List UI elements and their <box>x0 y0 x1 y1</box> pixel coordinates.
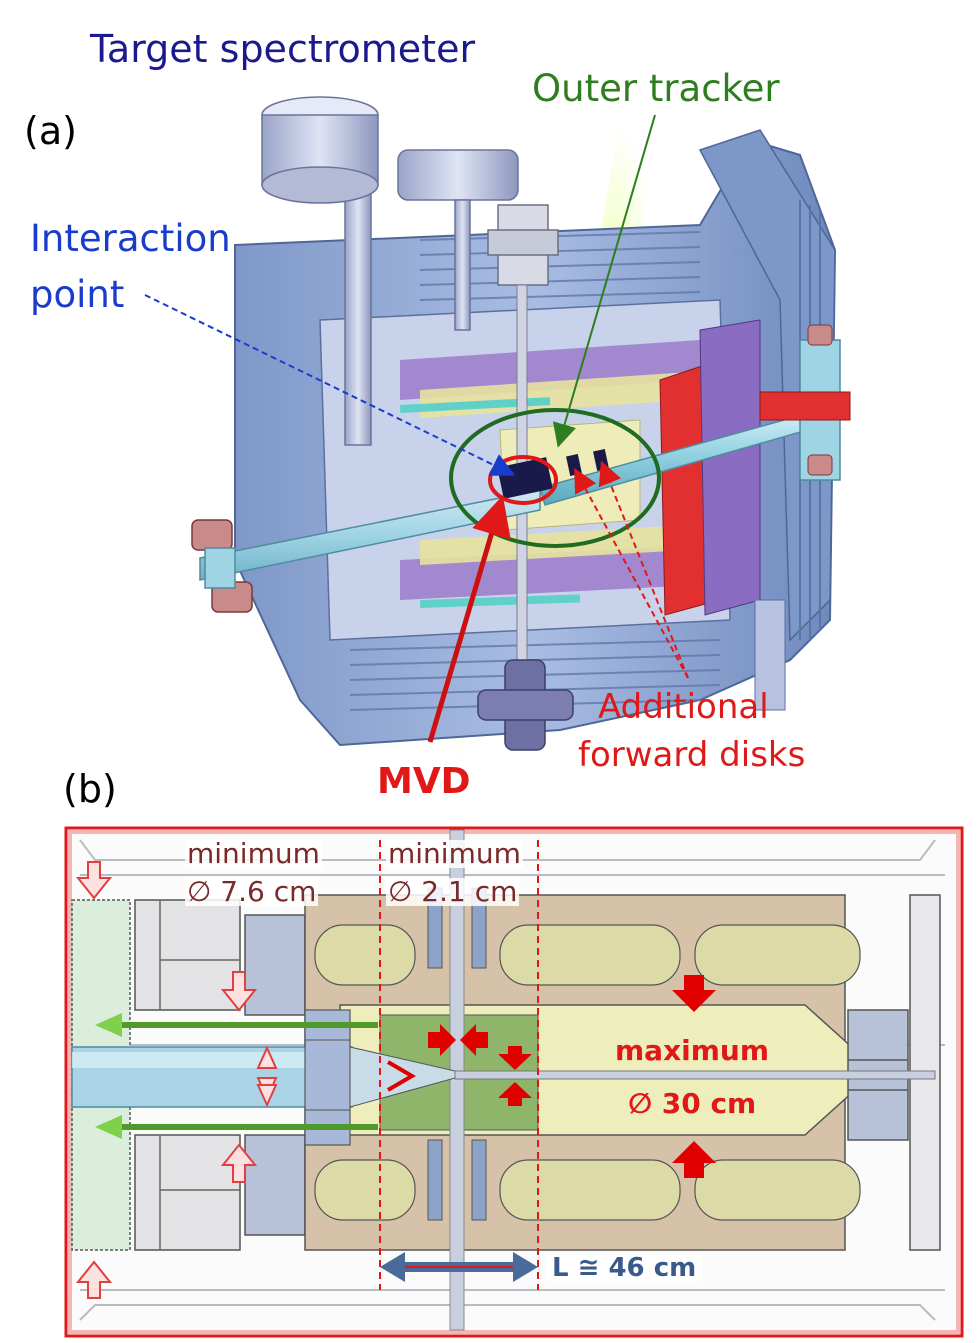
min-center-label-1: minimum <box>386 837 523 870</box>
title-target-spectrometer: Target spectrometer <box>90 27 476 71</box>
outer-tracker-label: Outer tracker <box>532 67 780 110</box>
interaction-point-label-2: point <box>30 273 125 316</box>
mvd-ellipse <box>488 455 558 505</box>
section-structure <box>71 829 945 1331</box>
forward-disks-label-2: forward disks <box>578 735 806 775</box>
interaction-point-label-1: Interaction <box>30 217 231 260</box>
maximum-label-2: ∅ 30 cm <box>628 1087 757 1120</box>
chevron-marker <box>386 1060 416 1092</box>
panel-b-label: (b) <box>63 767 117 811</box>
mvd-label: MVD <box>377 761 471 802</box>
panel-a-label: (a) <box>24 109 77 153</box>
length-double-arrow <box>380 1252 538 1282</box>
outer-tracker-ellipse <box>449 408 661 548</box>
mvd-boundary-lines <box>379 840 539 1290</box>
annotation-arrows-a <box>144 114 689 743</box>
min-center-label-2: ∅ 2.1 cm <box>386 875 520 908</box>
min-left-label-1: minimum <box>185 837 322 870</box>
forward-disks-label-1: Additional <box>598 687 769 727</box>
min-left-label-2: ∅ 7.6 cm <box>185 875 319 908</box>
maximum-label-1: maximum <box>615 1034 770 1067</box>
green-flow-arrows <box>95 1013 378 1139</box>
length-label: L ≅ 46 cm <box>546 1255 703 1281</box>
detector-body <box>234 129 837 747</box>
solid-red-arrows <box>428 975 716 1178</box>
hollow-red-arrows <box>75 861 278 1299</box>
